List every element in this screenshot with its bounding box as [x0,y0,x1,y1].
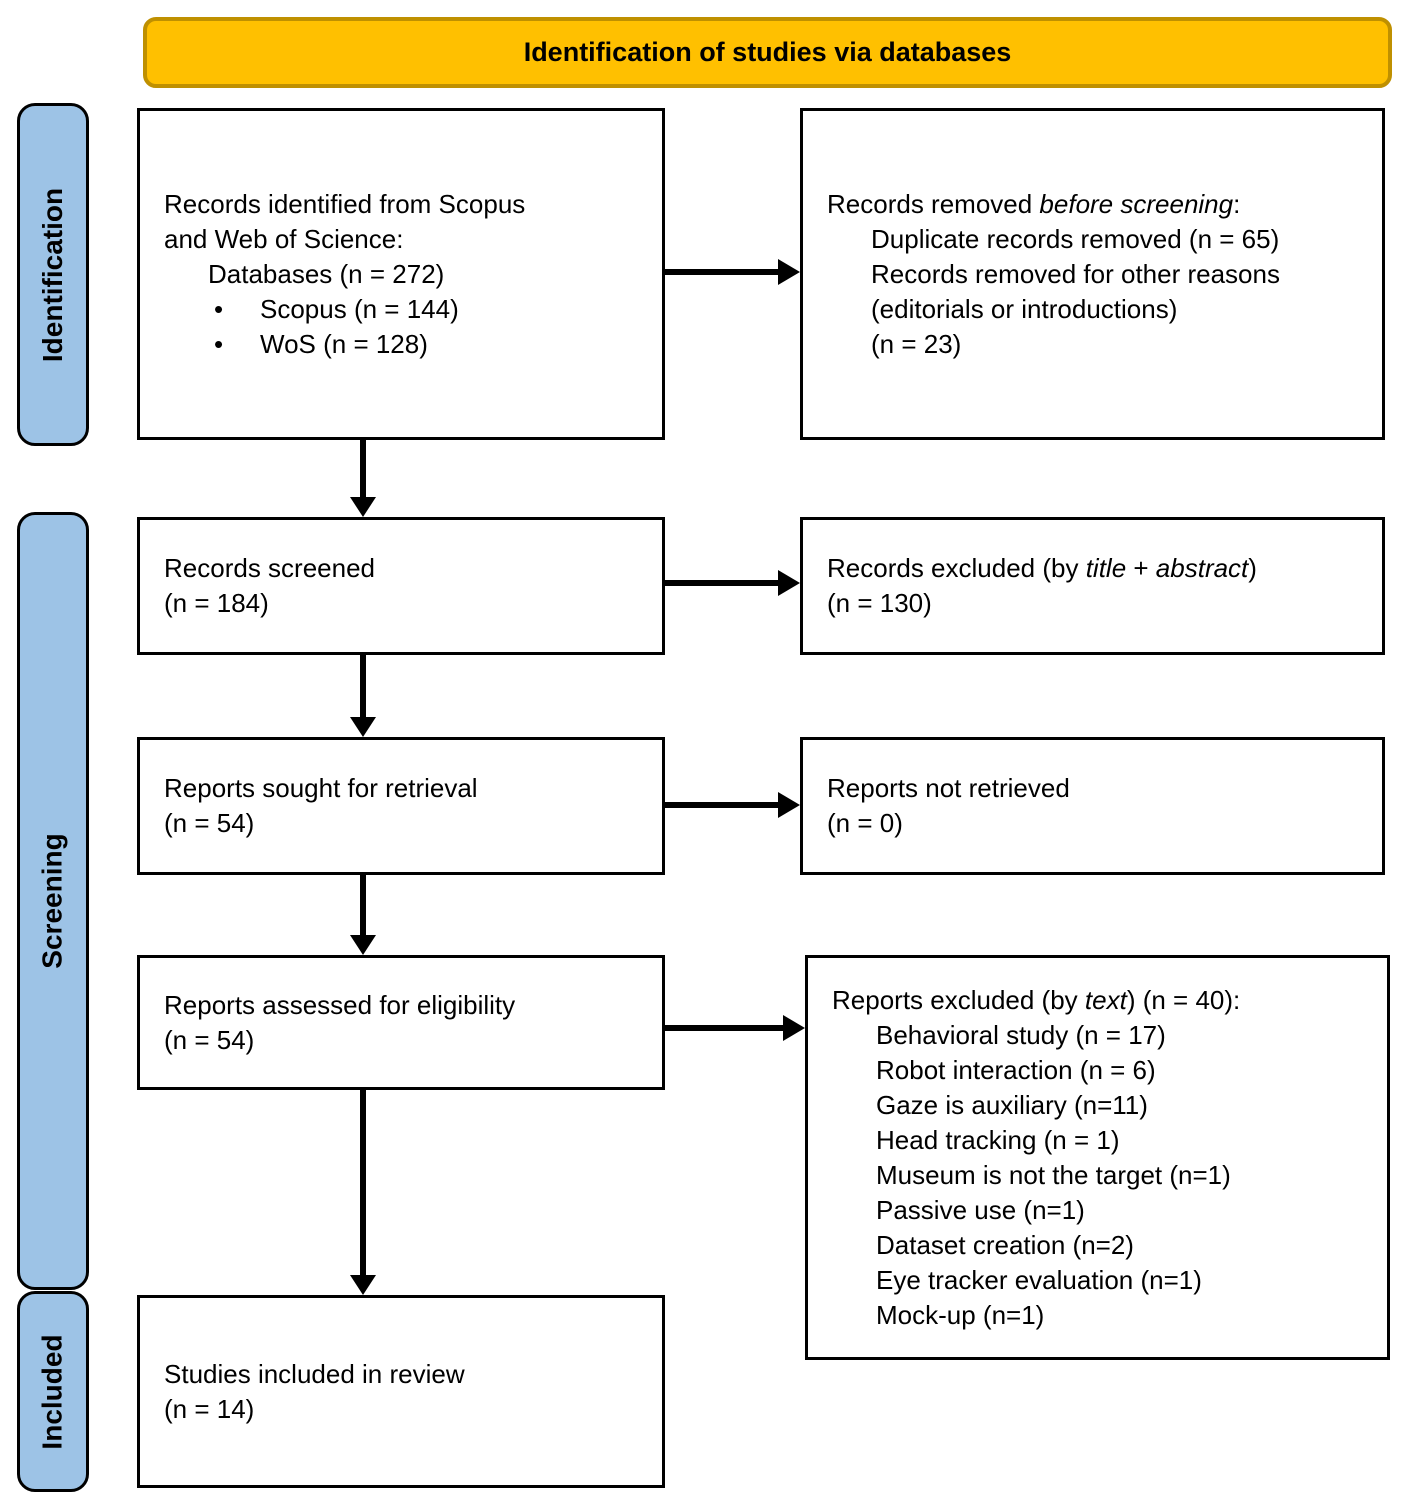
arrow-stem [360,440,366,501]
text-line: Records excluded (by title + abstract) [827,553,1257,583]
box-records-identified: Records identified from Scopus and Web o… [137,108,665,440]
text-line: Records removed for other reasons [871,258,1280,289]
stage-tab-screening: Screening [17,512,89,1290]
text-line: Records removed before screening: [827,188,1241,219]
text-line: (n = 54) [164,1024,255,1055]
arrow-right-identified-to-removed [665,259,800,285]
arrow-right-screened-to-excluded [665,570,800,596]
arrow-head-icon [778,259,800,285]
text-line: Duplicate records removed (n = 65) [871,223,1280,254]
exclusion-reason: Gaze is auxiliary (n=11) [876,1089,1148,1120]
arrow-head-icon [783,1015,805,1041]
text-line: Reports excluded (by text) (n = 40): [832,984,1241,1015]
text-line: (n = 184) [164,588,269,618]
exclusion-reason: Mock-up (n=1) [876,1299,1045,1330]
arrow-stem [665,269,784,275]
arrow-stem [665,580,784,586]
text-line: (n = 130) [827,588,932,618]
box-reports-sought: Reports sought for retrieval (n = 54) [137,737,665,875]
stage-label-identification: Identification [37,187,69,362]
banner-label: Identification of studies via databases [523,37,1012,67]
text-line: (n = 23) [871,328,962,359]
box-records-excluded: Records excluded (by title + abstract) (… [800,517,1385,655]
text-line: Databases (n = 272) [208,258,445,289]
text-line: (n = 54) [164,808,255,838]
arrow-right-sought-to-not-retrieved [665,792,800,818]
exclusion-reason: Behavioral study (n = 17) [876,1019,1166,1050]
arrow-head-icon [350,935,376,955]
stage-tab-identification: Identification [17,103,89,446]
arrow-stem [665,1025,789,1031]
text-line: (n = 14) [164,1393,255,1424]
box-records-removed: Records removed before screening: Duplic… [800,108,1385,440]
box-studies-included: Studies included in review (n = 14) [137,1295,665,1488]
exclusion-reason: Head tracking (n = 1) [876,1124,1120,1155]
exclusion-reason: Passive use (n=1) [876,1194,1085,1225]
stage-label-screening: Screening [37,833,69,969]
text-line: Reports sought for retrieval [164,773,478,803]
box-reports-excluded-by-text: Reports excluded (by text) (n = 40): Beh… [805,955,1390,1360]
banner-identification-of-studies: Identification of studies via databases [143,17,1392,88]
exclusion-reason: Eye tracker evaluation (n=1) [876,1264,1202,1295]
bullet-item: • WoS (n = 128) [214,327,646,362]
arrow-head-icon [778,792,800,818]
arrow-right-assessed-to-excluded-text [665,1015,805,1041]
arrow-head-icon [350,717,376,737]
bullet-text: WoS (n = 128) [260,328,428,359]
box-reports-not-retrieved: Reports not retrieved (n = 0) [800,737,1385,875]
bullet-item: • Scopus (n = 144) [214,292,646,327]
box-reports-assessed: Reports assessed for eligibility (n = 54… [137,955,665,1090]
exclusion-reason: Robot interaction (n = 6) [876,1054,1156,1085]
arrow-head-icon [778,570,800,596]
arrow-down-screened-to-sought [350,655,376,737]
arrow-stem [360,1090,366,1279]
arrow-head-icon [350,1275,376,1295]
text-line: Studies included in review [164,1358,465,1389]
arrow-stem [360,655,366,721]
bullet-icon: • [214,328,224,359]
text-line: (n = 0) [827,808,903,838]
arrow-stem [360,875,366,939]
stage-label-included: Included [37,1333,68,1450]
exclusion-reason: Museum is not the target (n=1) [876,1159,1231,1190]
text-line: Reports not retrieved [827,773,1070,803]
text-line: Records screened [164,553,375,583]
arrow-head-icon [350,497,376,517]
arrow-down-assessed-to-included [350,1090,376,1295]
arrow-stem [665,802,784,808]
text-line: Records identified from Scopus [164,188,526,219]
exclusion-reason: Dataset creation (n=2) [876,1229,1134,1260]
bullet-text: Scopus (n = 144) [260,293,459,324]
arrow-down-identified-to-screened [350,440,376,517]
bullet-icon: • [214,293,224,324]
text-line: and Web of Science: [164,223,404,254]
box-records-screened: Records screened (n = 184) [137,517,665,655]
arrow-down-sought-to-assessed [350,875,376,955]
stage-tab-included: Included [17,1291,89,1492]
text-line: Reports assessed for eligibility [164,989,516,1020]
text-line: (editorials or introductions) [871,293,1178,324]
